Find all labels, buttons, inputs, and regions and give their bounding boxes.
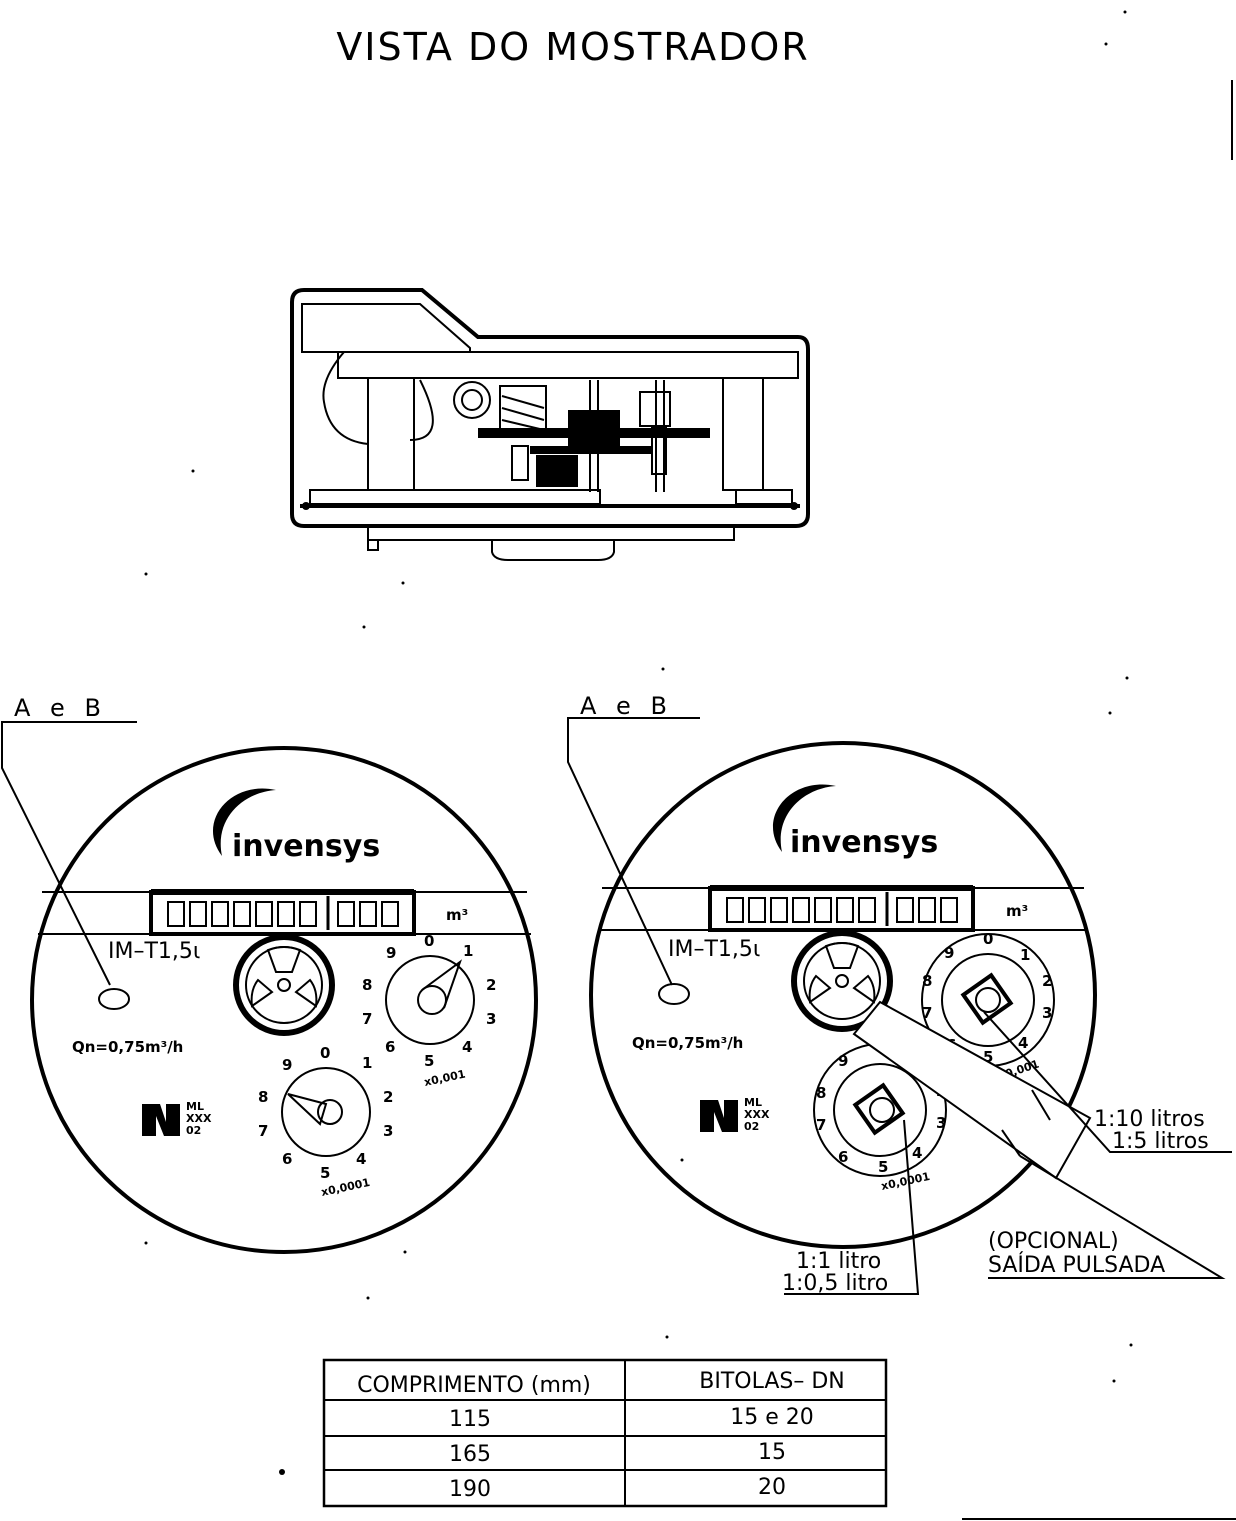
svg-text:2: 2	[486, 976, 496, 994]
svg-text:6: 6	[385, 1038, 395, 1056]
svg-text:ML: ML	[744, 1096, 762, 1109]
svg-text:1: 1	[1020, 946, 1030, 964]
svg-text:5: 5	[983, 1048, 993, 1066]
svg-text:02: 02	[744, 1120, 759, 1133]
svg-text:9: 9	[838, 1052, 848, 1070]
table-cell: 15	[758, 1440, 786, 1465]
qn-label-right: Qn=0,75m³/h	[632, 1034, 743, 1052]
qn-label-left: Qn=0,75m³/h	[72, 1038, 183, 1056]
svg-text:2: 2	[1042, 972, 1052, 990]
dial-face-right: A e B invensys m³ IM–T1,5ι Qn=0,75m³/h	[567, 692, 1232, 1296]
svg-text:0: 0	[424, 932, 434, 950]
svg-text:4: 4	[462, 1038, 472, 1056]
litro-ratio-label-a: 1:1 litro	[796, 1249, 881, 1274]
callout-a-e-b-left: A e B	[14, 694, 107, 722]
svg-text:6: 6	[838, 1148, 848, 1166]
brand-logo-right: invensys	[790, 825, 938, 860]
svg-text:1: 1	[362, 1054, 372, 1072]
optional-label: (OPCIONAL)	[988, 1229, 1119, 1254]
pulse-ratio-label-a: 1:10 litros	[1094, 1107, 1205, 1132]
svg-text:9: 9	[944, 944, 954, 962]
callout-a-e-b-right: A e B	[580, 692, 673, 720]
dimensions-table: COMPRIMENTO (mm) BITOLAS– DN 115 15 e 20…	[322, 1358, 888, 1508]
svg-text:4: 4	[1018, 1034, 1028, 1052]
table-cell: 190	[449, 1477, 491, 1502]
svg-text:5: 5	[878, 1158, 888, 1176]
odometer-left	[167, 896, 399, 930]
table-header-gauge: BITOLAS– DN	[699, 1369, 845, 1394]
svg-text:02: 02	[186, 1124, 201, 1137]
odometer-right	[726, 892, 958, 926]
svg-text:0: 0	[983, 930, 993, 948]
dial-lower-left: 0 1 2 3 4 5 6 7 8 9 x0,0001	[258, 1044, 393, 1199]
cert-mark-left: ML XXX 02	[142, 1100, 212, 1137]
cert-mark-right: ML XXX 02	[700, 1096, 770, 1133]
model-label-right: IM–T1,5ι	[668, 937, 760, 962]
unit-m3-left: m³	[446, 906, 468, 924]
svg-text:5: 5	[320, 1164, 330, 1182]
pulsed-output-label: SAÍDA PULSADA	[988, 1252, 1165, 1278]
pulse-ratio-label-b: 1:5 litros	[1112, 1129, 1209, 1154]
svg-text:3: 3	[936, 1114, 946, 1132]
svg-text:XXX: XXX	[744, 1108, 770, 1121]
svg-text:3: 3	[1042, 1004, 1052, 1022]
table-cell: 20	[758, 1475, 786, 1500]
svg-text:8: 8	[816, 1084, 826, 1102]
svg-text:0: 0	[320, 1044, 330, 1062]
mechanism-side-view	[290, 288, 810, 561]
svg-text:4: 4	[356, 1150, 366, 1168]
table-cell: 15 e 20	[730, 1405, 814, 1430]
dial-face-left: A e B invensys m³ IM–T1,5ι Qn=0,75m³/h	[1, 694, 538, 1254]
svg-text:XXX: XXX	[186, 1112, 212, 1125]
svg-text:7: 7	[816, 1116, 826, 1134]
svg-text:9: 9	[282, 1056, 292, 1074]
scan-specks	[144, 10, 1133, 1475]
drawing-title: VISTA DO MOSTRADOR	[336, 25, 809, 69]
svg-text:4: 4	[912, 1144, 922, 1162]
svg-text:3: 3	[383, 1122, 393, 1140]
flow-indicator-right	[791, 930, 893, 1032]
table-cell: 115	[449, 1407, 491, 1432]
table-header-length: COMPRIMENTO (mm)	[357, 1373, 591, 1398]
model-label-left: IM–T1,5ι	[108, 939, 200, 964]
brand-logo-left: invensys	[232, 829, 380, 864]
unit-m3-right: m³	[1006, 902, 1028, 920]
table-cell: 165	[449, 1442, 491, 1467]
litro-ratio-label-b: 1:0,5 litro	[782, 1271, 888, 1296]
svg-text:5: 5	[424, 1052, 434, 1070]
svg-text:3: 3	[486, 1010, 496, 1028]
svg-text:7: 7	[922, 1004, 932, 1022]
svg-text:7: 7	[362, 1010, 372, 1028]
svg-text:6: 6	[282, 1150, 292, 1168]
svg-text:2: 2	[383, 1088, 393, 1106]
multiplier-upper-left: x0,001	[423, 1068, 467, 1089]
svg-text:ML: ML	[186, 1100, 204, 1113]
svg-text:7: 7	[258, 1122, 268, 1140]
dial-upper-left: 0 1 2 3 4 5 6 7 8 9 x0,001	[362, 932, 496, 1089]
flow-indicator-left	[233, 934, 335, 1036]
svg-text:8: 8	[258, 1088, 268, 1106]
svg-text:8: 8	[362, 976, 372, 994]
svg-text:9: 9	[386, 944, 396, 962]
svg-text:1: 1	[463, 942, 473, 960]
svg-text:8: 8	[922, 972, 932, 990]
